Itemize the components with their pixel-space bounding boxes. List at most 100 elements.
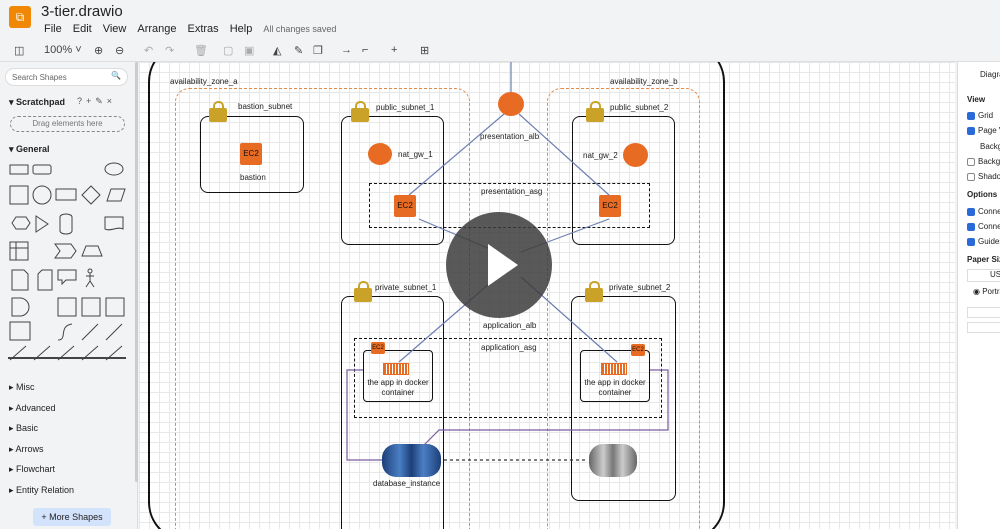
- category-basic[interactable]: ▸ Basic: [9, 423, 39, 433]
- ec2-icon[interactable]: EC2: [394, 195, 416, 217]
- background-button[interactable]: Background: [980, 142, 1000, 151]
- app-container-box[interactable]: [363, 350, 433, 402]
- general-label: General: [16, 144, 50, 154]
- general-shapes-palette[interactable]: [8, 160, 126, 365]
- private-subnet-2-label: private_subnet_2: [609, 283, 671, 292]
- menu-extras[interactable]: Extras: [187, 23, 219, 35]
- private-subnet-1[interactable]: [341, 296, 444, 529]
- panel-button[interactable]: [967, 322, 1000, 333]
- ec2-icon[interactable]: EC2: [240, 143, 262, 165]
- public-subnet-1[interactable]: [341, 116, 444, 245]
- options-heading: Options: [967, 190, 998, 199]
- checkbox-unchecked-icon: [967, 157, 975, 166]
- checkbox-unchecked-icon: [967, 172, 975, 181]
- scratchpad-drop-area[interactable]: Drag elements here: [10, 116, 125, 132]
- container-icon: [601, 363, 627, 375]
- availability-zone-b[interactable]: [547, 88, 700, 529]
- line-color-icon[interactable]: ✎: [294, 45, 304, 57]
- database-replica-icon[interactable]: [589, 444, 637, 477]
- play-icon: [488, 244, 518, 286]
- private-subnet-1-label: private_subnet_1: [375, 283, 437, 292]
- zoom-in-icon[interactable]: ⊕: [94, 45, 104, 57]
- page-view-checkbox[interactable]: Page View: [967, 126, 1000, 135]
- guides-checkbox[interactable]: Guides: [967, 237, 1000, 246]
- table-icon[interactable]: ⊞: [420, 45, 430, 57]
- redo-icon[interactable]: ↷: [165, 45, 175, 57]
- guides-label: Guides: [978, 237, 1000, 246]
- search-icon[interactable]: 🔍: [111, 71, 121, 80]
- private-subnet-2[interactable]: [571, 296, 676, 501]
- search-shapes-input[interactable]: Search Shapes🔍: [5, 68, 128, 86]
- portrait-radio[interactable]: ◉ Portrait: [973, 287, 1000, 296]
- category-arrows[interactable]: ▸ Arrows: [9, 444, 44, 454]
- nat-gateway-icon[interactable]: [368, 143, 392, 165]
- ec2-icon[interactable]: EC2: [599, 195, 621, 217]
- menu-view[interactable]: View: [102, 23, 127, 35]
- fill-color-icon[interactable]: ◭: [273, 45, 282, 57]
- panel-tab-diagram[interactable]: Diagram: [980, 70, 1000, 79]
- zoom-select[interactable]: 100% ˅: [44, 44, 82, 56]
- presentation-asg-label: presentation_asg: [481, 187, 543, 196]
- category-label: Flowchart: [16, 464, 56, 474]
- paper-size-heading: Paper Size: [967, 255, 1000, 264]
- panel-button[interactable]: [967, 307, 1000, 318]
- menu-arrange[interactable]: Arrange: [137, 23, 177, 35]
- undo-icon[interactable]: ↶: [144, 45, 154, 57]
- application-asg-label: application_asg: [481, 343, 537, 352]
- delete-icon[interactable]: 🗑: [194, 45, 208, 57]
- checkbox-checked-icon: [967, 126, 975, 135]
- menu-bar: File Edit View Arrange Extras Help All c…: [44, 23, 336, 35]
- more-shapes-button[interactable]: + More Shapes: [33, 508, 111, 526]
- bastion-subnet-label: bastion_subnet: [238, 102, 293, 111]
- connection-points-checkbox[interactable]: Connection Points: [967, 222, 1000, 231]
- shadow-checkbox[interactable]: Shadow: [967, 172, 1000, 181]
- menu-help[interactable]: Help: [229, 23, 253, 35]
- shadow-icon[interactable]: ❐: [313, 45, 323, 57]
- background-image-checkbox[interactable]: Background Image: [967, 157, 1000, 166]
- to-back-icon[interactable]: ▣: [244, 45, 255, 57]
- bastion-subnet[interactable]: [200, 116, 304, 193]
- app-container-box[interactable]: [580, 350, 650, 402]
- connection-icon[interactable]: →: [341, 44, 352, 56]
- category-entity-relation[interactable]: ▸ Entity Relation: [9, 485, 75, 495]
- application-asg[interactable]: [354, 338, 662, 418]
- category-flowchart[interactable]: ▸ Flowchart: [9, 464, 56, 474]
- menu-file[interactable]: File: [44, 23, 62, 35]
- public-subnet-2[interactable]: [572, 116, 675, 245]
- to-front-icon[interactable]: ▢: [223, 45, 234, 57]
- connection-arrows-checkbox[interactable]: Connection Arrows: [967, 207, 1000, 216]
- general-header[interactable]: ▾ General: [9, 144, 50, 154]
- connection-points-label: Connection Points: [978, 222, 1000, 231]
- save-status: All changes saved: [263, 24, 337, 34]
- nat-gateway-icon[interactable]: [623, 143, 648, 167]
- lock-icon: [209, 101, 227, 122]
- az-a-label: availability_zone_a: [170, 77, 238, 86]
- menu-edit[interactable]: Edit: [72, 23, 92, 35]
- category-label: Misc: [16, 382, 35, 392]
- category-advanced[interactable]: ▸ Advanced: [9, 403, 56, 413]
- zoom-value: 100%: [44, 44, 73, 56]
- zoom-out-icon[interactable]: ⊖: [115, 45, 125, 57]
- vpc-boundary[interactable]: [148, 62, 725, 529]
- load-balancer-icon[interactable]: [498, 92, 524, 116]
- grid-checkbox[interactable]: Grid: [967, 111, 993, 120]
- paper-size-select[interactable]: US: [967, 269, 1000, 282]
- database-label: database_instance: [373, 479, 441, 488]
- insert-icon[interactable]: +: [391, 44, 398, 56]
- format-panel-icon[interactable]: ◫: [14, 45, 25, 57]
- line-shapes-row[interactable]: [8, 357, 126, 359]
- database-icon[interactable]: [382, 444, 441, 477]
- video-play-button[interactable]: [446, 212, 552, 318]
- waypoints-icon[interactable]: ⌐: [362, 44, 369, 56]
- sidebar-scrollbar[interactable]: [135, 62, 138, 482]
- file-title[interactable]: 3-tier.drawio: [41, 3, 123, 20]
- category-misc[interactable]: ▸ Misc: [9, 382, 35, 392]
- diagram-canvas[interactable]: availability_zone_a availability_zone_b …: [139, 62, 955, 529]
- view-heading: View: [967, 95, 986, 104]
- lock-icon: [586, 101, 604, 122]
- scratchpad-actions-icon[interactable]: ?+✎×: [77, 96, 117, 106]
- background-image-label: Background Image: [978, 157, 1000, 166]
- checkbox-checked-icon: [967, 207, 975, 216]
- az-b-label: availability_zone_b: [610, 77, 678, 86]
- scratchpad-header[interactable]: ▾ Scratchpad: [9, 97, 66, 107]
